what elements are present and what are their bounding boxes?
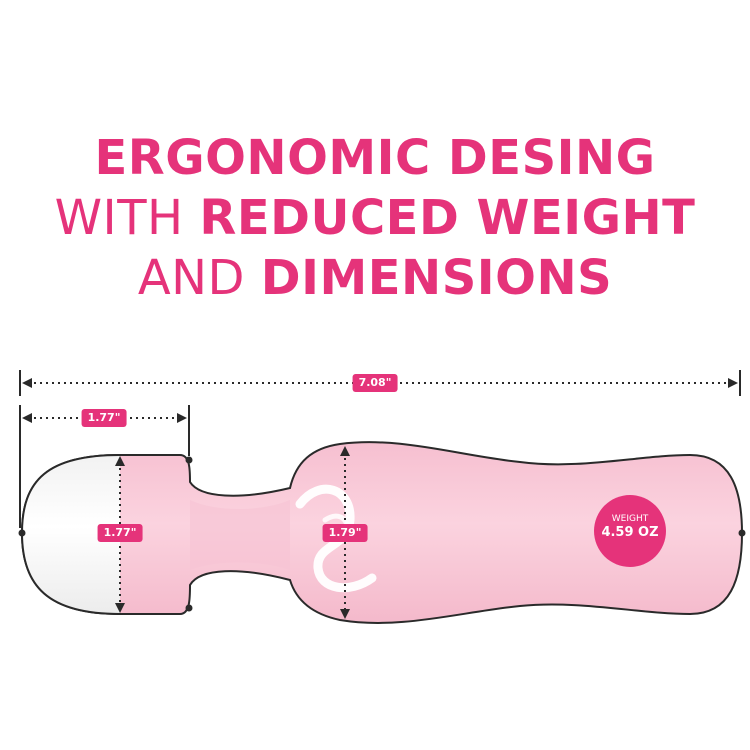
head-node-top [185,456,193,464]
headline-line-2-bold: REDUCED WEIGHT [199,190,696,246]
headline-line-3: AND DIMENSIONS [0,248,750,308]
head-length-line [19,405,190,528]
headline-line-3-bold: DIMENSIONS [260,250,613,306]
wand-body-outline [20,441,744,624]
headline-line-2-light: WITH [54,190,200,246]
end-node-right [738,529,746,537]
weight-value: 4.59 OZ [601,525,659,540]
wand-neck [190,500,290,570]
head-length-tag: 1.77" [81,409,127,427]
head-node-bottom [185,604,193,612]
total-length-line [19,370,741,396]
handle-diameter-line [340,446,350,619]
headline-line-3-light: AND [137,250,261,306]
end-node-left [18,529,26,537]
headline-line-2: WITH REDUCED WEIGHT [0,188,750,248]
total-length-tag: 7.08" [352,374,398,392]
head-diameter-tag: 1.77" [97,524,143,542]
headline-line-1: ERGONOMIC DESING [94,130,656,186]
handle-ribbon-icon [295,484,377,593]
headline: ERGONOMIC DESING WITH REDUCED WEIGHT AND… [0,128,750,308]
wand-head [22,455,120,614]
weight-label: WEIGHT [611,514,649,524]
handle-diameter-tag: 1.79" [322,524,368,542]
weight-badge: WEIGHT 4.59 OZ [594,495,666,567]
